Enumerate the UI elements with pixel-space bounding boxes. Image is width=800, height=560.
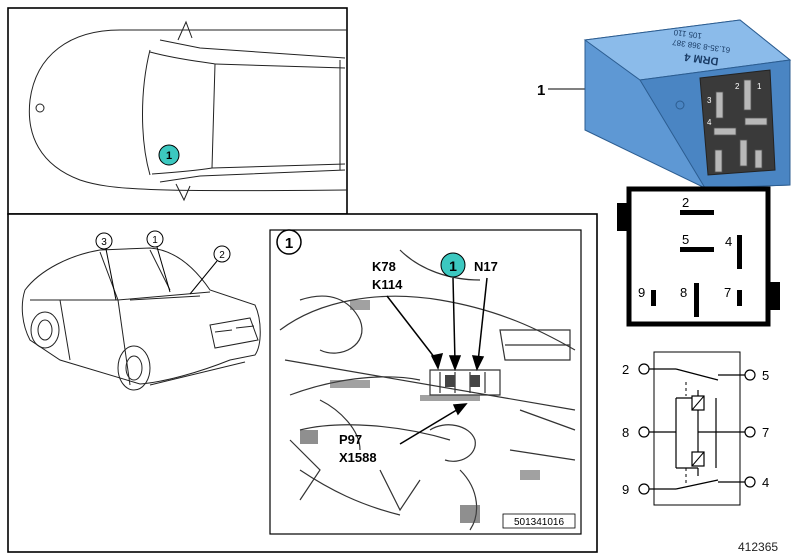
pinout-labels: 2 5 4 9 8 7 (638, 195, 732, 300)
car-top-outline (28, 20, 348, 202)
detail-location-marker-label: 1 (449, 258, 457, 274)
relay-text-3: 105 110 (673, 28, 703, 41)
pinout-label-2: 2 (682, 195, 689, 210)
relay-schematic: 2 8 9 5 7 4 (622, 351, 769, 506)
schematic-label-2: 2 (622, 362, 629, 377)
contact-5 (680, 247, 714, 252)
schematic-label-9: 9 (622, 482, 629, 497)
schematic-labels: 2 8 9 5 7 4 (622, 362, 769, 497)
pinout-label-9: 9 (638, 285, 645, 300)
contact-9 (651, 290, 656, 306)
schematic-label-7: 7 (762, 425, 769, 440)
schematic-frame (653, 351, 741, 506)
relay-illustration: 1 DRM 4 61.35-8 368 387 105 110 2 1 3 4 (537, 19, 792, 189)
contact-7 (737, 290, 742, 306)
relay-pin-numbers: 2 1 3 4 (707, 82, 762, 127)
callout-2-label: 2 (219, 250, 225, 261)
callout-1-label: 1 (152, 235, 158, 246)
detail-title: 1 (285, 235, 293, 252)
part-code: 501341016 (514, 517, 564, 528)
car-illustration (21, 247, 261, 391)
relay-pin-3: 3 (707, 96, 712, 105)
engine-bay-sketch (279, 249, 576, 531)
callout-1-circle (146, 230, 164, 248)
top-view-frame (7, 7, 348, 215)
relay-pin-1: 1 (757, 82, 762, 91)
label-p97: P97 (339, 432, 362, 447)
relay-pins (713, 79, 768, 173)
pinout-tab-right (768, 282, 780, 310)
relay-pin-4: 4 (707, 118, 712, 127)
diagram-id: 412365 (738, 540, 778, 554)
car-callouts: 3 1 2 (95, 230, 231, 301)
schematic-terminals (638, 363, 756, 495)
bottom-panel: 3 1 2 (7, 213, 598, 553)
callout-3-circle (95, 232, 113, 250)
relay-text-1: DRM 4 (683, 50, 719, 67)
contact-2 (680, 210, 714, 215)
engine-bay-shading (300, 300, 540, 523)
contact-4 (737, 235, 742, 269)
label-x1588: X1588 (339, 450, 377, 465)
pinout-label-8: 8 (680, 285, 687, 300)
pinout-label-7: 7 (724, 285, 731, 300)
label-n17: N17 (474, 259, 498, 274)
top-view-panel: 1 (7, 7, 348, 215)
label-k78: K78 (372, 259, 396, 274)
label-k114: K114 (372, 277, 403, 292)
detail-pointers (386, 277, 488, 445)
contact-8 (694, 283, 699, 317)
detail-frame (269, 229, 582, 535)
detail-view: 1 1 K78 K114 N17 P97 X1588 (269, 229, 582, 535)
relay-callout: 1 (537, 82, 545, 99)
pinout-label-5: 5 (682, 232, 689, 247)
callout-2-circle (213, 245, 231, 263)
pinout-label-4: 4 (725, 234, 732, 249)
detail-title-circle (276, 229, 302, 255)
callout-3-label: 3 (101, 237, 107, 248)
detail-location-marker (440, 252, 466, 278)
schematic-label-4: 4 (762, 475, 769, 490)
location-marker-label: 1 (166, 150, 172, 162)
relay-pin-2: 2 (735, 82, 740, 91)
part-code-box (502, 513, 576, 529)
schematic-label-5: 5 (762, 368, 769, 383)
pinout-tab-left (617, 203, 629, 231)
pinout-diagram: 2 5 4 9 8 7 (617, 186, 780, 327)
pinout-contacts (651, 210, 742, 317)
schematic-label-8: 8 (622, 425, 629, 440)
location-marker (158, 144, 180, 166)
